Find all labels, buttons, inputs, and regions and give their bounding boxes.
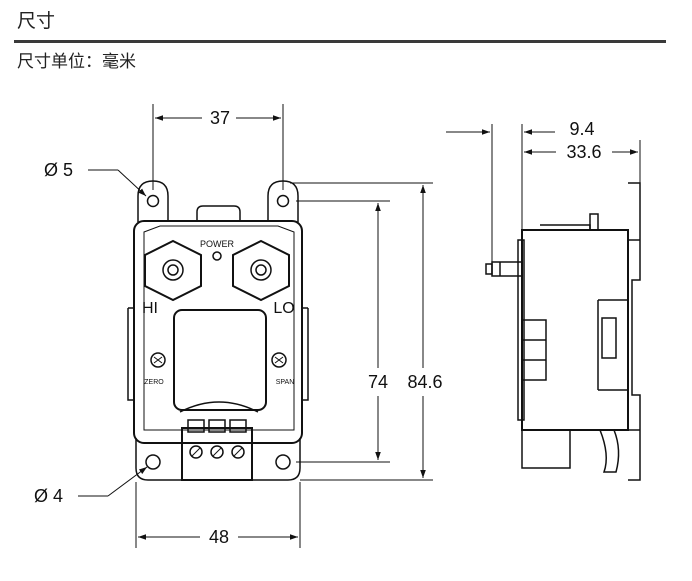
dim-inner-height: 74 bbox=[368, 372, 388, 392]
side-terminal bbox=[521, 430, 571, 469]
top-right-hole bbox=[276, 194, 290, 208]
top-tab bbox=[196, 205, 241, 221]
side-mounting-plate bbox=[628, 182, 641, 481]
hi-port-hex bbox=[144, 239, 202, 302]
dim-depth: 33.6 bbox=[566, 142, 601, 162]
dim-hole-top-leader bbox=[88, 169, 147, 197]
dim-hole-bottom: Ø 4 bbox=[34, 486, 63, 506]
power-label: POWER bbox=[200, 239, 235, 249]
title-rule bbox=[14, 40, 666, 43]
lo-port-outer bbox=[250, 259, 272, 281]
dim-9-4 bbox=[446, 124, 555, 262]
bottom-left-hole bbox=[145, 454, 161, 470]
hi-port-outer bbox=[162, 259, 184, 281]
span-label: SPAN bbox=[276, 379, 295, 386]
zero-potentiometer bbox=[150, 352, 166, 368]
hi-label: HI bbox=[142, 300, 158, 317]
lo-port-hex bbox=[232, 239, 290, 302]
display-window bbox=[173, 309, 267, 411]
dim-heights bbox=[290, 182, 433, 481]
dim-hole-top: Ø 5 bbox=[44, 160, 73, 180]
dim-hole-bottom-leader bbox=[78, 466, 148, 497]
zero-label: ZERO bbox=[144, 379, 164, 386]
section-title: 尺寸 bbox=[17, 10, 56, 32]
dim-48 bbox=[135, 482, 301, 548]
dim-33-6 bbox=[524, 140, 641, 183]
top-left-hole bbox=[146, 194, 160, 208]
span-potentiometer bbox=[271, 352, 287, 368]
lo-label: LO bbox=[273, 300, 294, 317]
dim-port-offset: 9.4 bbox=[569, 119, 594, 139]
main-body bbox=[133, 220, 303, 444]
side-body bbox=[521, 229, 629, 431]
hi-port-inner bbox=[167, 264, 179, 276]
dim-top-width: 37 bbox=[210, 108, 230, 128]
front-view bbox=[127, 180, 309, 481]
bottom-flange bbox=[135, 438, 301, 481]
terminal-block bbox=[181, 427, 253, 481]
dim-37 bbox=[152, 104, 284, 190]
dim-bottom-width: 48 bbox=[209, 527, 229, 547]
side-view bbox=[485, 182, 641, 481]
lo-port-inner bbox=[255, 264, 267, 276]
unit-note: 尺寸单位：毫米 bbox=[17, 52, 136, 72]
bottom-right-hole bbox=[275, 454, 291, 470]
power-led bbox=[212, 251, 222, 261]
dim-outer-height: 84.6 bbox=[407, 372, 442, 392]
